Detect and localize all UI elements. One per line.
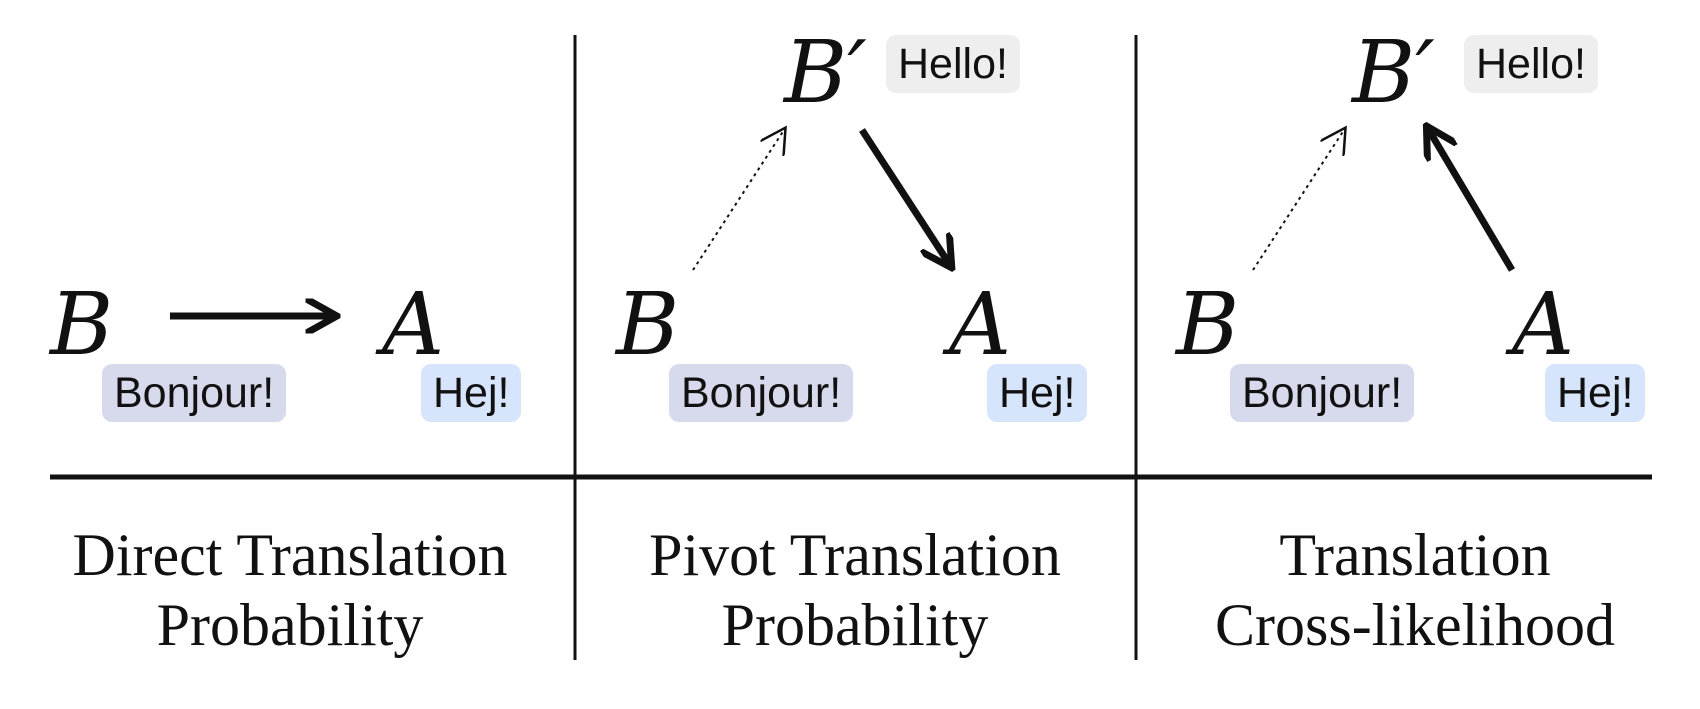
target-variable-a: A: [382, 275, 445, 375]
caption-cross-likelihood: Translation Cross-likelihood: [1160, 520, 1670, 660]
caption-line-1: Pivot Translation: [649, 522, 1061, 588]
caption-line-2: Cross-likelihood: [1215, 592, 1615, 658]
cross-likelihood-arrow: [1430, 132, 1516, 272]
target-variable-a: A: [949, 275, 1012, 375]
pivot-variable-b-prime: B′: [784, 23, 867, 123]
english-sentence-chip: Hello!: [1464, 35, 1598, 93]
caption-line-1: Translation: [1279, 522, 1551, 588]
french-sentence-chip: Bonjour!: [102, 364, 287, 422]
swedish-sentence-chip: Hej!: [421, 364, 522, 422]
caption-line-2: Probability: [721, 592, 989, 658]
pivot-solid-arrow: [859, 128, 948, 262]
pivot-dotted-arrow-1: [692, 130, 784, 271]
source-variable-b: B: [50, 275, 114, 375]
swedish-sentence-chip: Hej!: [987, 364, 1088, 422]
french-sentence-chip: Bonjour!: [1230, 364, 1415, 422]
source-variable-b: B: [1176, 275, 1240, 375]
caption-line-1: Direct Translation: [72, 522, 508, 588]
french-sentence-chip: Bonjour!: [669, 364, 854, 422]
english-sentence-chip: Hello!: [886, 35, 1020, 93]
caption-pivot-translation: Pivot Translation Probability: [600, 520, 1110, 660]
caption-line-2: Probability: [156, 592, 424, 658]
swedish-sentence-chip: Hej!: [1545, 364, 1646, 422]
target-variable-a: A: [1512, 275, 1575, 375]
caption-direct-translation: Direct Translation Probability: [40, 520, 540, 660]
source-variable-b: B: [616, 275, 680, 375]
pivot-variable-b-prime: B′: [1352, 23, 1435, 123]
pivot-dotted-arrow-2: [1252, 130, 1344, 271]
